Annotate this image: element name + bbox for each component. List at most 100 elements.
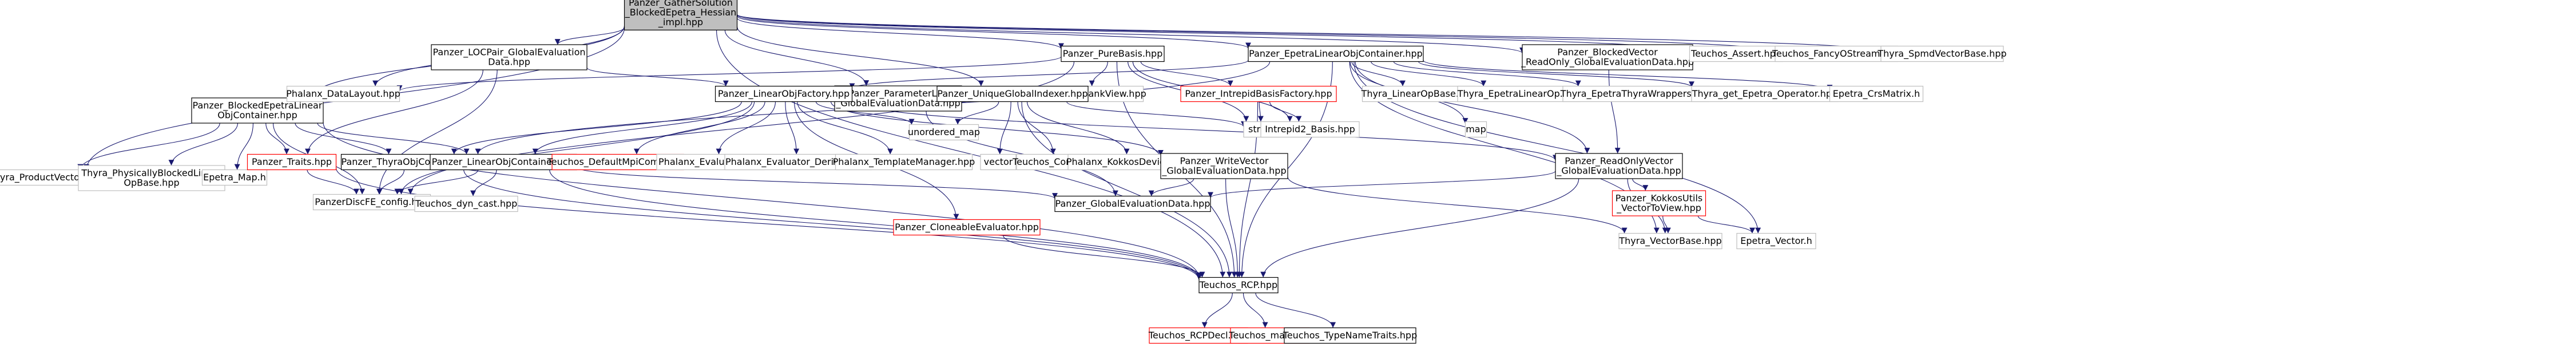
file-node-linear-obj-factory[interactable]: Panzer_LinearObjFactory.hpp: [715, 85, 853, 102]
file-node-global-eval-data[interactable]: Panzer_GlobalEvaluationData.hpp: [1054, 195, 1211, 212]
node-box: [936, 85, 1089, 102]
file-node-unique-global-indexer[interactable]: Panzer_UniqueGlobalIndexer.hpp: [936, 85, 1089, 102]
node-label: unordered_map: [908, 127, 980, 138]
file-node-map: map: [1464, 121, 1487, 138]
dependency-edge: [335, 168, 1202, 281]
file-node-panzer-dof-config: PanzerDiscFE_config.hpp: [312, 194, 431, 211]
node-label: _GlobalEvaluationData.hpp: [835, 98, 960, 109]
dependency-edge: [736, 17, 1064, 49]
dependency-edge: [1393, 61, 1581, 86]
node-label: Phalanx_Evaluator_Derived.hpp: [725, 156, 871, 168]
node-box: [1160, 153, 1288, 179]
dependency-edge: [1140, 61, 1233, 86]
node-label: Panzer_UniqueGlobalIndexer.hpp: [937, 88, 1087, 100]
dependency-edge: [1662, 215, 1671, 234]
dependency-edge: [724, 30, 870, 86]
node-label: Panzer_GatherSolution: [629, 0, 733, 9]
node-box: [201, 169, 268, 186]
file-node-cloneable-evaluator[interactable]: Panzer_CloneableEvaluator.hpp: [893, 219, 1041, 236]
dependency-edge: [1423, 60, 1833, 91]
file-node-pure-basis[interactable]: Panzer_PureBasis.hpp: [1061, 45, 1165, 62]
file-node-root[interactable]: Panzer_GatherSolution_BlockedEpetra_Hess…: [624, 0, 738, 31]
node-box: [624, 0, 738, 31]
dependency-edge: [295, 123, 392, 155]
file-node-blocked-epetra[interactable]: Panzer_BlockedEpetraLinearObjContainer.h…: [191, 97, 324, 124]
dependency-edge: [736, 26, 984, 86]
file-node-intrepid-basis-factory[interactable]: Panzer_IntrepidBasisFactory.hpp: [1180, 85, 1337, 102]
file-node-kokkos-utils[interactable]: Panzer_KokkosUtils_VectorToView.hpp: [1612, 190, 1706, 216]
node-label: OpBase.hpp: [124, 178, 179, 188]
dependency-edge: [470, 169, 497, 196]
file-node-thyra-epetra-wrappers: Thyra_EpetraThyraWrappers.hpp: [1560, 85, 1712, 102]
dependency-edge: [1287, 176, 1628, 234]
file-node-teuchos-rcp[interactable]: Teuchos_RCP.hpp: [1198, 277, 1279, 294]
node-box: [1829, 85, 1924, 102]
node-label: vector: [984, 156, 1013, 167]
dependency-edge: [77, 123, 220, 170]
dependency-edge: [955, 101, 999, 125]
dependency-edge: [1257, 101, 1264, 122]
node-label: Panzer_LinearObjContainer.hpp: [432, 156, 575, 168]
file-node-write-vector[interactable]: Panzer_WriteVector_GlobalEvaluationData.…: [1160, 153, 1288, 179]
dependency-edge: [736, 15, 1251, 49]
node-label: _VectorToView.hpp: [1616, 203, 1701, 214]
file-node-teuchos-type-name[interactable]: Teuchos_TypeNameTraits.hpp: [1283, 327, 1417, 344]
dependency-edge: [234, 123, 254, 170]
file-node-thyra-get-epetra-op: Thyra_get_Epetra_Operator.hpp: [1691, 85, 1839, 102]
file-node-phalanx-data-layout: Phalanx_DataLayout.hpp: [286, 85, 400, 102]
node-label: Panzer_ReadOnlyVector: [1565, 156, 1673, 167]
dependency-edge: [323, 122, 1202, 278]
node-box: [1691, 85, 1839, 102]
node-box: [1555, 153, 1683, 179]
dependency-edge: [1208, 171, 1556, 198]
dependency-edge: [1351, 61, 1406, 86]
node-box: [247, 153, 337, 171]
dependency-edge: [305, 69, 483, 155]
node-label: _impl.hpp: [658, 17, 703, 28]
dependency-edge: [1243, 293, 1268, 328]
node-box: [1618, 232, 1722, 250]
node-label: Panzer_WriteVector: [1180, 156, 1269, 167]
file-node-thyra-spmd-vector: Thyra_SpmdVectorBase.hpp: [1877, 45, 2007, 62]
dependency-edge: [926, 111, 1118, 196]
file-node-vector: vector: [980, 153, 1017, 171]
node-label: map: [1466, 124, 1486, 135]
node-box: [1736, 232, 1816, 250]
file-node-thyra-epetra-linear-op: Thyra_EpetraLinearOp.hpp: [1457, 85, 1581, 102]
dependency-edge: [736, 14, 1778, 52]
dependency-edge: [997, 101, 1011, 155]
dependency-edge: [851, 100, 1558, 161]
dependency-edge: [396, 56, 1062, 92]
file-node-loc-pair[interactable]: Panzer_LOCPair_GlobalEvaluationData.hpp: [431, 44, 588, 70]
dependency-edge: [1371, 61, 1487, 86]
dependency-edge: [1225, 178, 1241, 278]
node-box: [1284, 327, 1416, 344]
node-label: Panzer_BlockedVector: [1557, 47, 1658, 58]
dependency-edge: [554, 27, 625, 45]
dependency-edge: [463, 169, 1202, 279]
node-box: [1061, 45, 1165, 62]
dependency-edge: [1269, 101, 1302, 122]
dependency-edge: [451, 101, 742, 155]
file-node-thyra-vector-base: Thyra_VectorBase.hpp: [1618, 232, 1722, 250]
file-node-read-only-vector[interactable]: Panzer_ReadOnlyVector_GlobalEvaluationDa…: [1555, 153, 1683, 179]
node-label: _GlobalEvaluationData.hpp: [1556, 165, 1681, 177]
file-node-panzer-traits[interactable]: Panzer_Traits.hpp: [247, 153, 337, 171]
node-label: Epetra_Map.h: [203, 172, 266, 183]
node-label: Panzer_KokkosUtils: [1616, 193, 1702, 204]
file-node-epetra-lin-obj[interactable]: Panzer_EpetraLinearObjContainer.hpp: [1248, 45, 1424, 62]
dependency-edge: [1632, 178, 1649, 191]
file-node-teuchos-assert: Teuchos_Assert.hpp: [1689, 45, 1784, 62]
file-node-intrepid2-basis: Intrepid2_Basis.hpp: [1260, 121, 1360, 138]
node-label: Thyra_get_Epetra_Operator.hpp: [1692, 88, 1838, 100]
file-node-blocked-vector[interactable]: Panzer_BlockedVector_ReadOnly_GlobalEval…: [1521, 44, 1694, 70]
file-node-teuchos-dyn-cast: Teuchos_dyn_cast.hpp: [414, 195, 518, 212]
node-label: Panzer_BlockedEpetraLinear: [193, 100, 323, 112]
dependency-edge: [1021, 101, 1232, 278]
node-box: [1880, 45, 2004, 62]
dependency-edge: [307, 169, 359, 195]
node-box: [908, 124, 979, 141]
dependency-edge: [1260, 178, 1579, 278]
node-label: Panzer_LinearObjFactory.hpp: [718, 88, 850, 100]
node-label: Panzer_IntrepidBasisFactory.hpp: [1185, 88, 1332, 100]
